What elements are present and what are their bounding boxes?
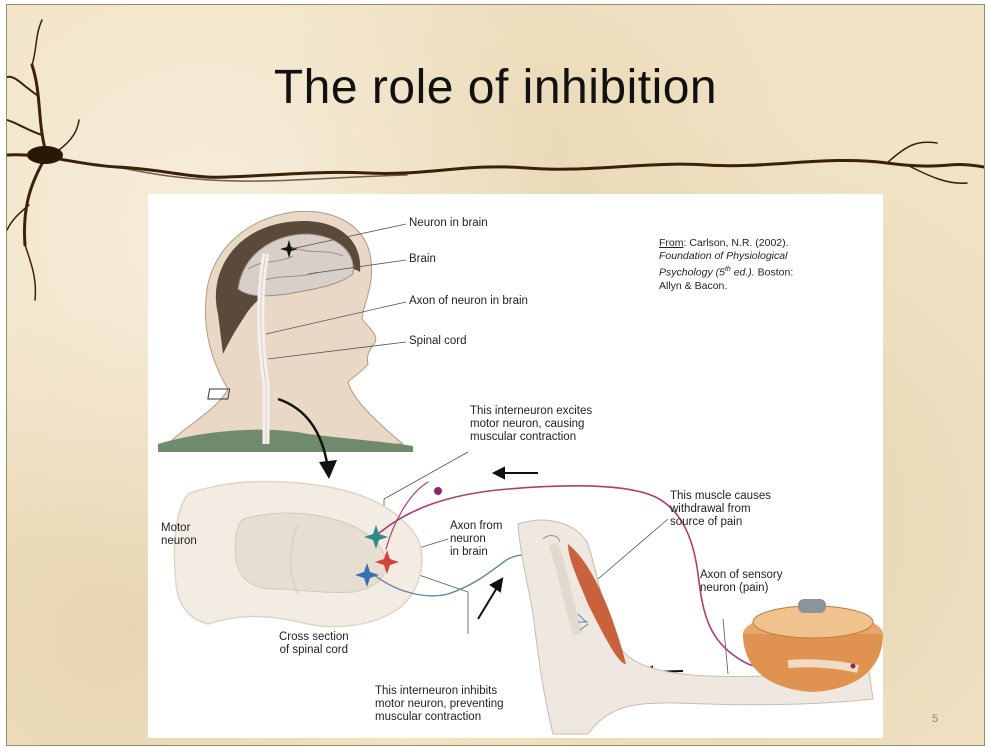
label-motor-neuron: Motor neuron	[161, 522, 197, 548]
citation-from: From	[659, 237, 684, 249]
slide-title: The role of inhibition	[7, 60, 984, 115]
label-axon-from-neuron-in-brain: Axon from neuron in brain	[450, 520, 502, 559]
citation-line1: : Carlson, N.R. (2002).	[684, 237, 789, 249]
citation-line3a: Psychology (5	[659, 267, 725, 279]
citation-line2: Foundation of Physiological	[659, 250, 787, 262]
label-brain: Brain	[409, 253, 436, 266]
citation-line3b: ed.).	[731, 267, 755, 279]
label-muscle: This muscle causes withdrawal from sourc…	[670, 490, 771, 529]
label-cross-section: Cross section of spinal cord	[279, 631, 349, 657]
label-neuron-in-brain: Neuron in brain	[409, 217, 488, 230]
label-excite-interneuron: This interneuron excites motor neuron, c…	[470, 405, 592, 444]
page-number: 5	[932, 713, 938, 725]
head-illustration	[158, 211, 413, 452]
figure-panel: Neuron in brain Brain Axon of neuron in …	[148, 194, 883, 738]
citation-line4: Allyn & Bacon.	[659, 280, 793, 293]
citation-line3c: Boston:	[755, 267, 794, 279]
label-inhibit-interneuron: This interneuron inhibits motor neuron, …	[375, 685, 504, 724]
spinal-cord-cross-section	[174, 481, 421, 626]
label-sensory-axon: Axon of sensory neuron (pain)	[700, 569, 782, 595]
label-axon-of-neuron-in-brain: Axon of neuron in brain	[409, 295, 528, 308]
slide: The role of inhibition	[6, 4, 985, 746]
label-spinal-cord: Spinal cord	[409, 335, 467, 348]
citation: From: Carlson, N.R. (2002). Foundation o…	[659, 237, 793, 293]
